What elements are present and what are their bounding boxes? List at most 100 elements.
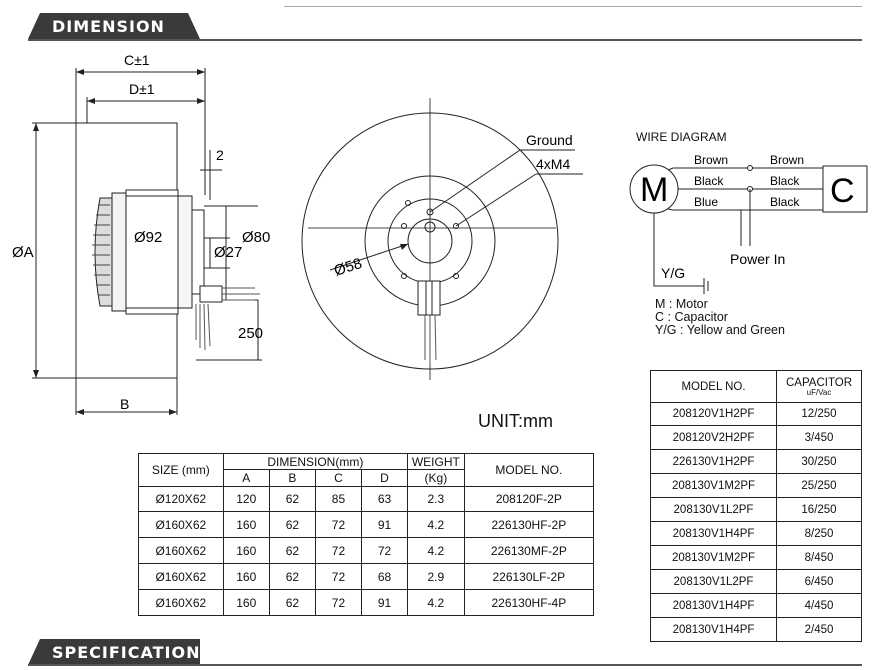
dimension-header: DIMENSION(mm) bbox=[222, 453, 409, 470]
cell-model: 208130V1M2PF bbox=[650, 545, 777, 570]
ground-label: Ground bbox=[526, 132, 573, 148]
brown-left-label: Brown bbox=[694, 153, 728, 167]
screw-label: 4xM4 bbox=[536, 156, 570, 172]
table-row: Ø160X62 160 62 72 91 4.2 226130HF-2P bbox=[138, 511, 595, 538]
size-header: SIZE (mm) bbox=[138, 453, 224, 487]
cell-cap: 16/250 bbox=[776, 497, 862, 522]
capacitor-header: CAPACITOR uF/Vac bbox=[776, 370, 862, 403]
motor-symbol: M bbox=[640, 171, 668, 209]
dia-80-label: Ø80 bbox=[242, 229, 270, 246]
cell-b: 62 bbox=[268, 511, 316, 538]
cell-cap: 8/250 bbox=[776, 521, 862, 546]
black-left-label: Black bbox=[694, 174, 724, 188]
model-header: MODEL NO. bbox=[463, 453, 595, 487]
wire-length-label: 250 bbox=[238, 325, 263, 342]
black-right-bottom-label: Black bbox=[770, 195, 800, 209]
cell-model: 208130V1M2PF bbox=[650, 473, 777, 498]
brown-right-label: Brown bbox=[770, 153, 804, 167]
cell-model: 208130V1L2PF bbox=[650, 497, 777, 522]
col-d-header: D bbox=[360, 469, 409, 487]
legend-item: Y/G : Yellow and Green bbox=[655, 323, 785, 337]
capacitor-header-title: CAPACITOR bbox=[785, 376, 853, 389]
cell-cap: 6/450 bbox=[776, 569, 862, 594]
banner-shape bbox=[28, 639, 200, 665]
wire-diagram-title: WIRE DIAGRAM bbox=[636, 130, 727, 144]
dia-a-label: ØA bbox=[12, 244, 34, 261]
col-a-header: A bbox=[222, 469, 270, 487]
cell-b: 62 bbox=[268, 563, 316, 590]
cell-cap: 30/250 bbox=[776, 449, 862, 474]
c-label: C±1 bbox=[124, 52, 150, 68]
weight-header: WEIGHT bbox=[407, 453, 465, 470]
cell-size: Ø160X62 bbox=[138, 563, 224, 590]
cell-model: 226130HF-4P bbox=[463, 589, 595, 616]
cell-c: 85 bbox=[314, 486, 362, 512]
cell-model: 208130V1H4PF bbox=[650, 521, 777, 546]
cell-c: 72 bbox=[314, 537, 362, 564]
dimension-rule bbox=[28, 39, 862, 41]
cell-size: Ø120X62 bbox=[138, 486, 224, 512]
cell-model: 208130V1H4PF bbox=[650, 617, 777, 642]
cell-weight: 4.2 bbox=[407, 589, 465, 616]
col-b-header: B bbox=[268, 469, 316, 487]
cell-cap: 25/250 bbox=[776, 473, 862, 498]
power-in-label: Power In bbox=[730, 251, 785, 267]
cell-d: 68 bbox=[360, 563, 409, 590]
cell-size: Ø160X62 bbox=[138, 537, 224, 564]
cell-d: 72 bbox=[360, 537, 409, 564]
legend-item: M : Motor bbox=[655, 297, 708, 311]
specification-rule bbox=[28, 664, 862, 666]
dimension-title: DIMENSION bbox=[52, 17, 165, 36]
dia-58-line bbox=[329, 243, 409, 271]
cell-a: 160 bbox=[222, 511, 270, 538]
legend-item: C : Capacitor bbox=[655, 310, 728, 324]
gap-label: 2 bbox=[216, 147, 224, 163]
cell-model: 208120V1H2PF bbox=[650, 402, 777, 426]
banner-shape bbox=[28, 13, 200, 39]
specification-title: SPECIFICATION bbox=[52, 643, 201, 662]
dimension-table: SIZE (mm) DIMENSION(mm) WEIGHT MODEL NO.… bbox=[138, 453, 595, 616]
black-right-top-label: Black bbox=[770, 174, 800, 188]
ground-leader bbox=[429, 149, 521, 213]
table-row: Ø120X62 120 62 85 63 2.3 208120F-2P bbox=[138, 486, 595, 512]
front-view-drawing: Ground 4xM4 Ø58 bbox=[301, 98, 583, 380]
dia-92-label: Ø92 bbox=[134, 229, 162, 246]
cell-cap: 12/250 bbox=[776, 402, 862, 426]
cell-size: Ø160X62 bbox=[138, 511, 224, 538]
cell-model: 208120F-2P bbox=[463, 486, 595, 512]
unit-label: UNIT:mm bbox=[478, 411, 553, 431]
cell-cap: 4/450 bbox=[776, 593, 862, 618]
col-c-header: C bbox=[314, 469, 362, 487]
cell-weight: 4.2 bbox=[407, 537, 465, 564]
cell-model: 226130HF-2P bbox=[463, 511, 595, 538]
dia-27-label: Ø27 bbox=[214, 244, 242, 261]
cell-model: 208130V1H4PF bbox=[650, 593, 777, 618]
cell-model: 226130MF-2P bbox=[463, 537, 595, 564]
cell-a: 160 bbox=[222, 537, 270, 564]
cell-d: 91 bbox=[360, 589, 409, 616]
cell-cap: 3/450 bbox=[776, 425, 862, 450]
table-row: Ø160X62 160 62 72 91 4.2 226130HF-4P bbox=[138, 589, 595, 616]
cap-model-header: MODEL NO. bbox=[650, 370, 777, 403]
cell-model: 208130V1L2PF bbox=[650, 569, 777, 594]
cell-weight: 2.3 bbox=[407, 486, 465, 512]
table-row: Ø160X62 160 62 72 68 2.9 226130LF-2P bbox=[138, 563, 595, 590]
cell-a: 120 bbox=[222, 486, 270, 512]
cell-b: 62 bbox=[268, 537, 316, 564]
screw-leader bbox=[455, 173, 537, 227]
cell-c: 72 bbox=[314, 511, 362, 538]
top-rule bbox=[284, 6, 862, 7]
front-outer-circle bbox=[301, 112, 559, 370]
cell-c: 72 bbox=[314, 589, 362, 616]
cell-b: 62 bbox=[268, 589, 316, 616]
cell-model: 226130V1H2PF bbox=[650, 449, 777, 474]
cell-d: 91 bbox=[360, 511, 409, 538]
